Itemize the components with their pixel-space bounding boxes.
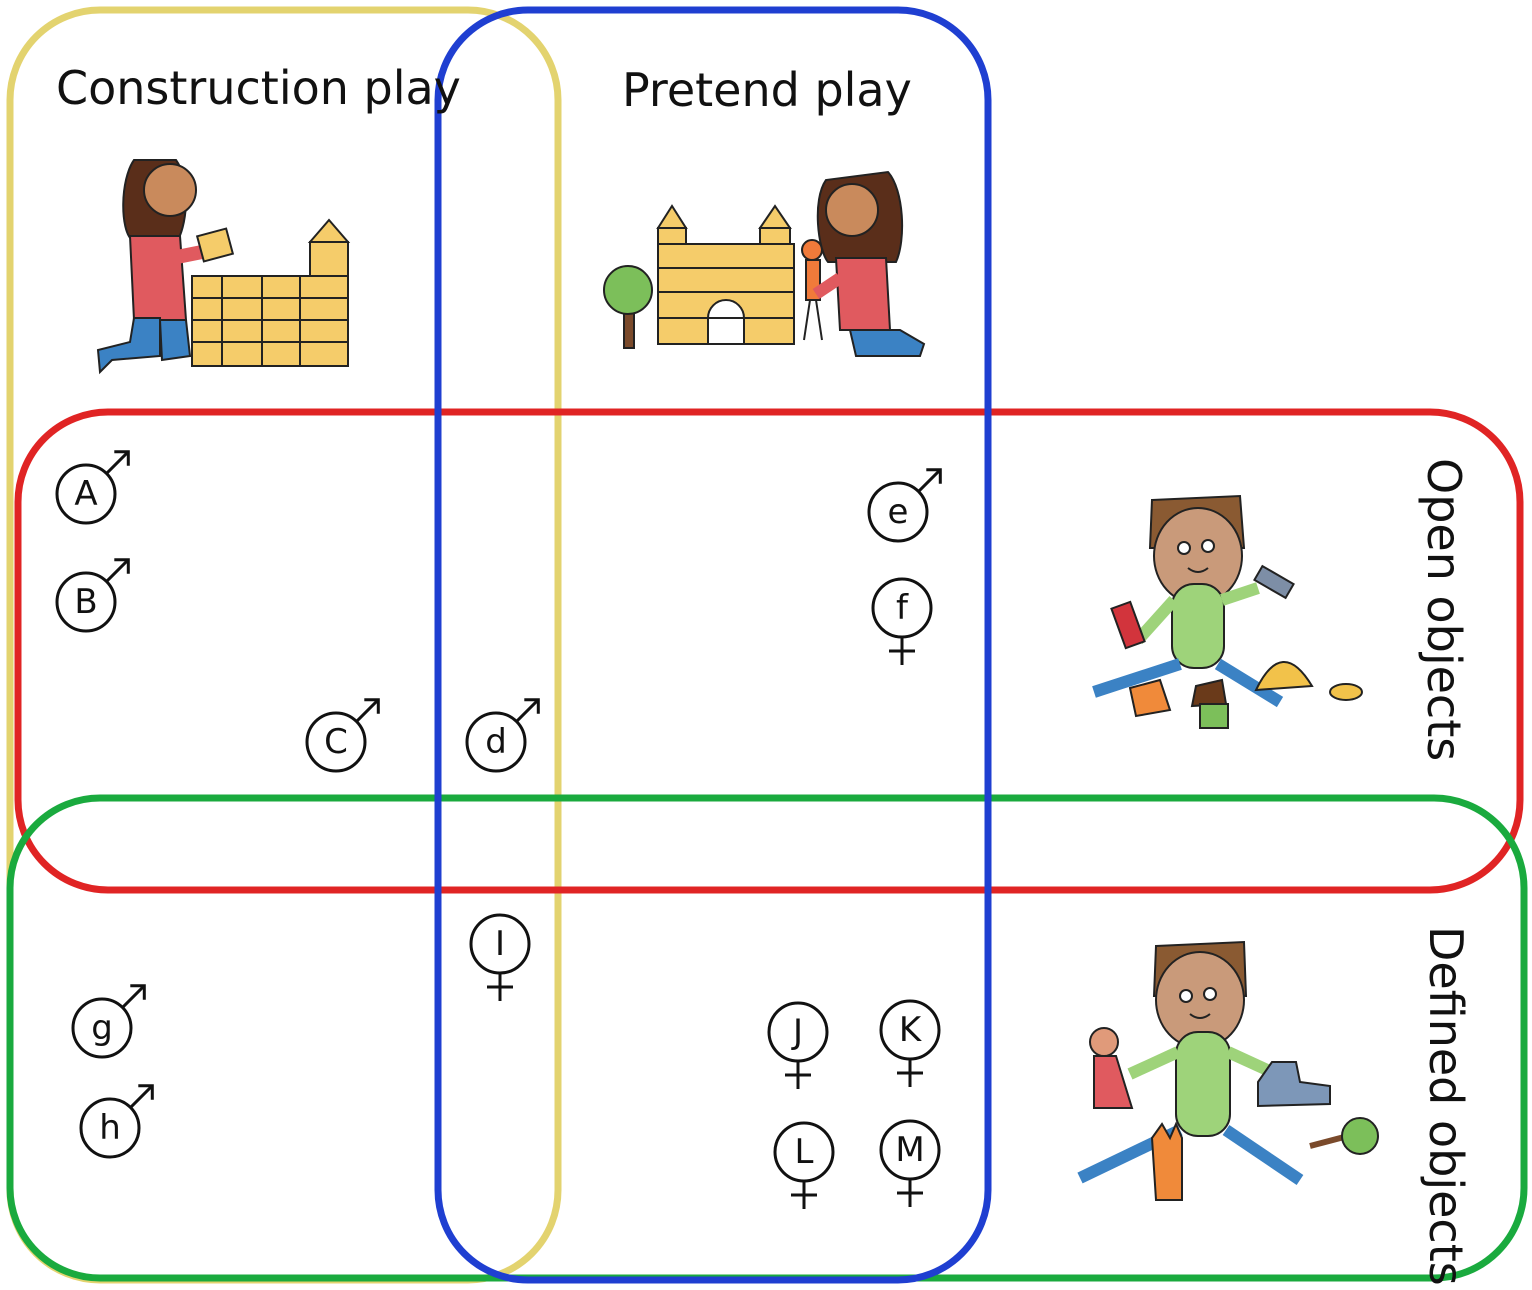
participant-marker-f: f [871,577,933,665]
participant-marker-d: d [465,698,540,773]
marker-circle [305,711,367,773]
marker-label: A [74,474,97,514]
male-symbol-arrowhead [364,698,380,714]
marker-label: M [895,1130,924,1170]
male-symbol-arrowhead [524,698,540,714]
male-symbol-arrow [917,468,942,493]
male-symbol-arrowhead [114,558,130,574]
marker-label: e [888,492,909,532]
marker-label: I [495,924,505,964]
male-symbol-arrow [355,698,380,723]
marker-label: B [74,582,97,622]
marker-label: d [485,722,507,762]
participant-marker-M: M [879,1119,941,1207]
male-symbol-arrow [515,698,540,723]
open-objects-set [14,408,1524,894]
marker-label: J [791,1012,803,1052]
male-symbol-arrowhead [130,984,146,1000]
marker-label: L [795,1132,814,1172]
girl-building-blocks-illustration [96,159,351,375]
participant-marker-K: K [879,999,941,1087]
participant-marker-g: g [71,984,146,1059]
male-symbol-arrow [129,1084,154,1109]
open-objects-label: Open objects [1417,458,1471,761]
marker-label: h [99,1108,121,1148]
marker-label: C [324,722,348,762]
male-symbol-arrow [105,450,130,475]
girl-pretend-castle-illustration [603,170,926,357]
participant-marker-C: C [305,698,380,773]
marker-circle [55,463,117,525]
male-symbol-arrowhead [926,468,942,484]
male-symbol-arrow [105,558,130,583]
marker-circle [71,997,133,1059]
marker-circle [55,571,117,633]
participant-marker-A: A [55,450,130,525]
boy-open-objects-illustration [1092,494,1363,729]
boy-defined-objects-illustration [1077,940,1379,1201]
pretend-play-set [434,6,992,1284]
defined-objects-label: Defined objects [1419,926,1473,1286]
participant-marker-h: h [79,1084,154,1159]
marker-circle [465,711,527,773]
male-symbol-arrowhead [138,1084,154,1100]
male-symbol-arrowhead [114,450,130,466]
participant-marker-B: B [55,558,130,633]
construction-play-set [6,6,562,1284]
participant-marker-e: e [867,468,942,543]
marker-label: f [896,588,909,628]
marker-label: K [899,1010,923,1050]
defined-objects-set [6,794,1528,1282]
marker-circle [867,481,929,543]
participant-marker-J: J [767,1001,829,1089]
pretend-play-label: Pretend play [622,63,912,117]
participant-marker-I: I [469,913,531,1001]
marker-circle [79,1097,141,1159]
participant-marker-L: L [773,1121,835,1209]
construction-play-label: Construction play [56,61,461,115]
male-symbol-arrow [121,984,146,1009]
marker-label: g [91,1008,113,1048]
